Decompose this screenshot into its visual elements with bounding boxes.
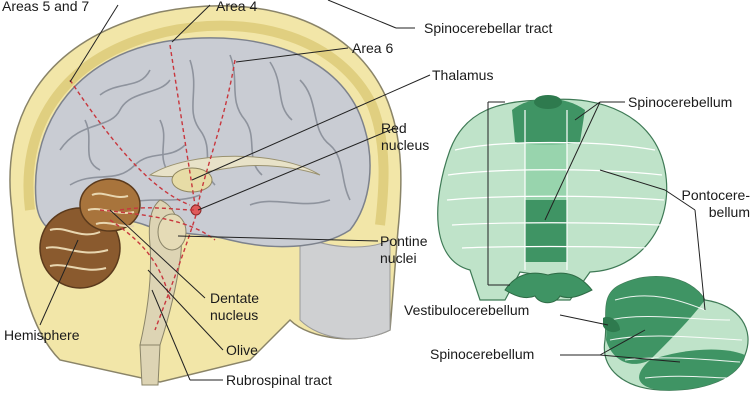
label-rubrospinal-tract: Rubrospinal tract: [226, 372, 332, 389]
label-hemisphere: Hemisphere: [4, 327, 79, 344]
label-dentate-nucleus-line1: Dentate: [210, 290, 280, 307]
label-pontine-nuclei-line2: nuclei: [380, 250, 440, 267]
label-dentate-nucleus-line2: nucleus: [210, 307, 280, 324]
label-olive: Olive: [226, 342, 258, 359]
face-region: [300, 235, 390, 339]
label-thalamus: Thalamus: [432, 67, 493, 84]
vermis-lower-band: [525, 200, 567, 262]
label-area-4: Area 4: [216, 0, 257, 15]
label-red-nucleus: Red nucleus: [381, 120, 441, 154]
lingula: [534, 95, 562, 109]
label-spinocerebellar-tract: Spinocerebellar tract: [424, 20, 552, 37]
vermis-column: [525, 142, 567, 200]
label-pontine-nuclei-line1: Pontine: [380, 233, 440, 250]
cerebellum-flat-map: [438, 95, 667, 303]
label-pontocerebellum: Pontocere- bellum: [664, 187, 750, 221]
label-spinocerebellum-top: Spinocerebellum: [628, 94, 732, 111]
label-vestibulocerebellum: Vestibulocerebellum: [404, 302, 529, 319]
label-red-nucleus-line1: Red: [381, 120, 441, 137]
label-red-nucleus-line2: nucleus: [381, 137, 441, 154]
label-pontine-nuclei: Pontine nuclei: [380, 233, 440, 267]
cerebellum-lateral-view: [603, 277, 748, 391]
label-pontocerebellum-line1: Pontocere-: [664, 187, 750, 204]
label-pontocerebellum-line2: bellum: [664, 204, 750, 221]
label-area-6: Area 6: [352, 40, 393, 57]
label-areas-5-and-7: Areas 5 and 7: [2, 0, 89, 15]
label-dentate-nucleus: Dentate nucleus: [210, 290, 280, 324]
spinal-cord: [140, 345, 160, 385]
label-spinocerebellum-bottom: Spinocerebellum: [430, 346, 534, 363]
pons: [158, 214, 186, 250]
